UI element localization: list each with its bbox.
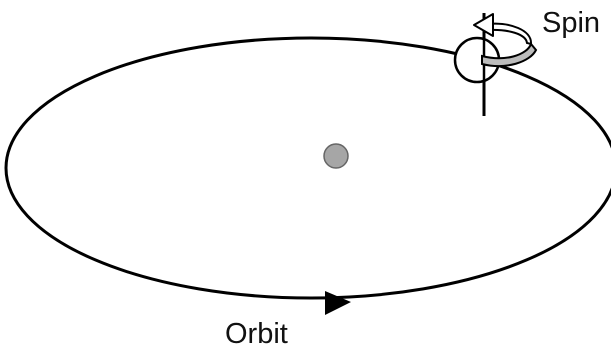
spin-direction-arrow-icon [473, 13, 538, 68]
orbit-direction-arrow-icon [325, 291, 351, 315]
central-body [323, 143, 349, 169]
spin-label: Spin [542, 7, 600, 39]
orbit-label: Orbit [225, 318, 288, 350]
orbit-path [4, 36, 611, 300]
